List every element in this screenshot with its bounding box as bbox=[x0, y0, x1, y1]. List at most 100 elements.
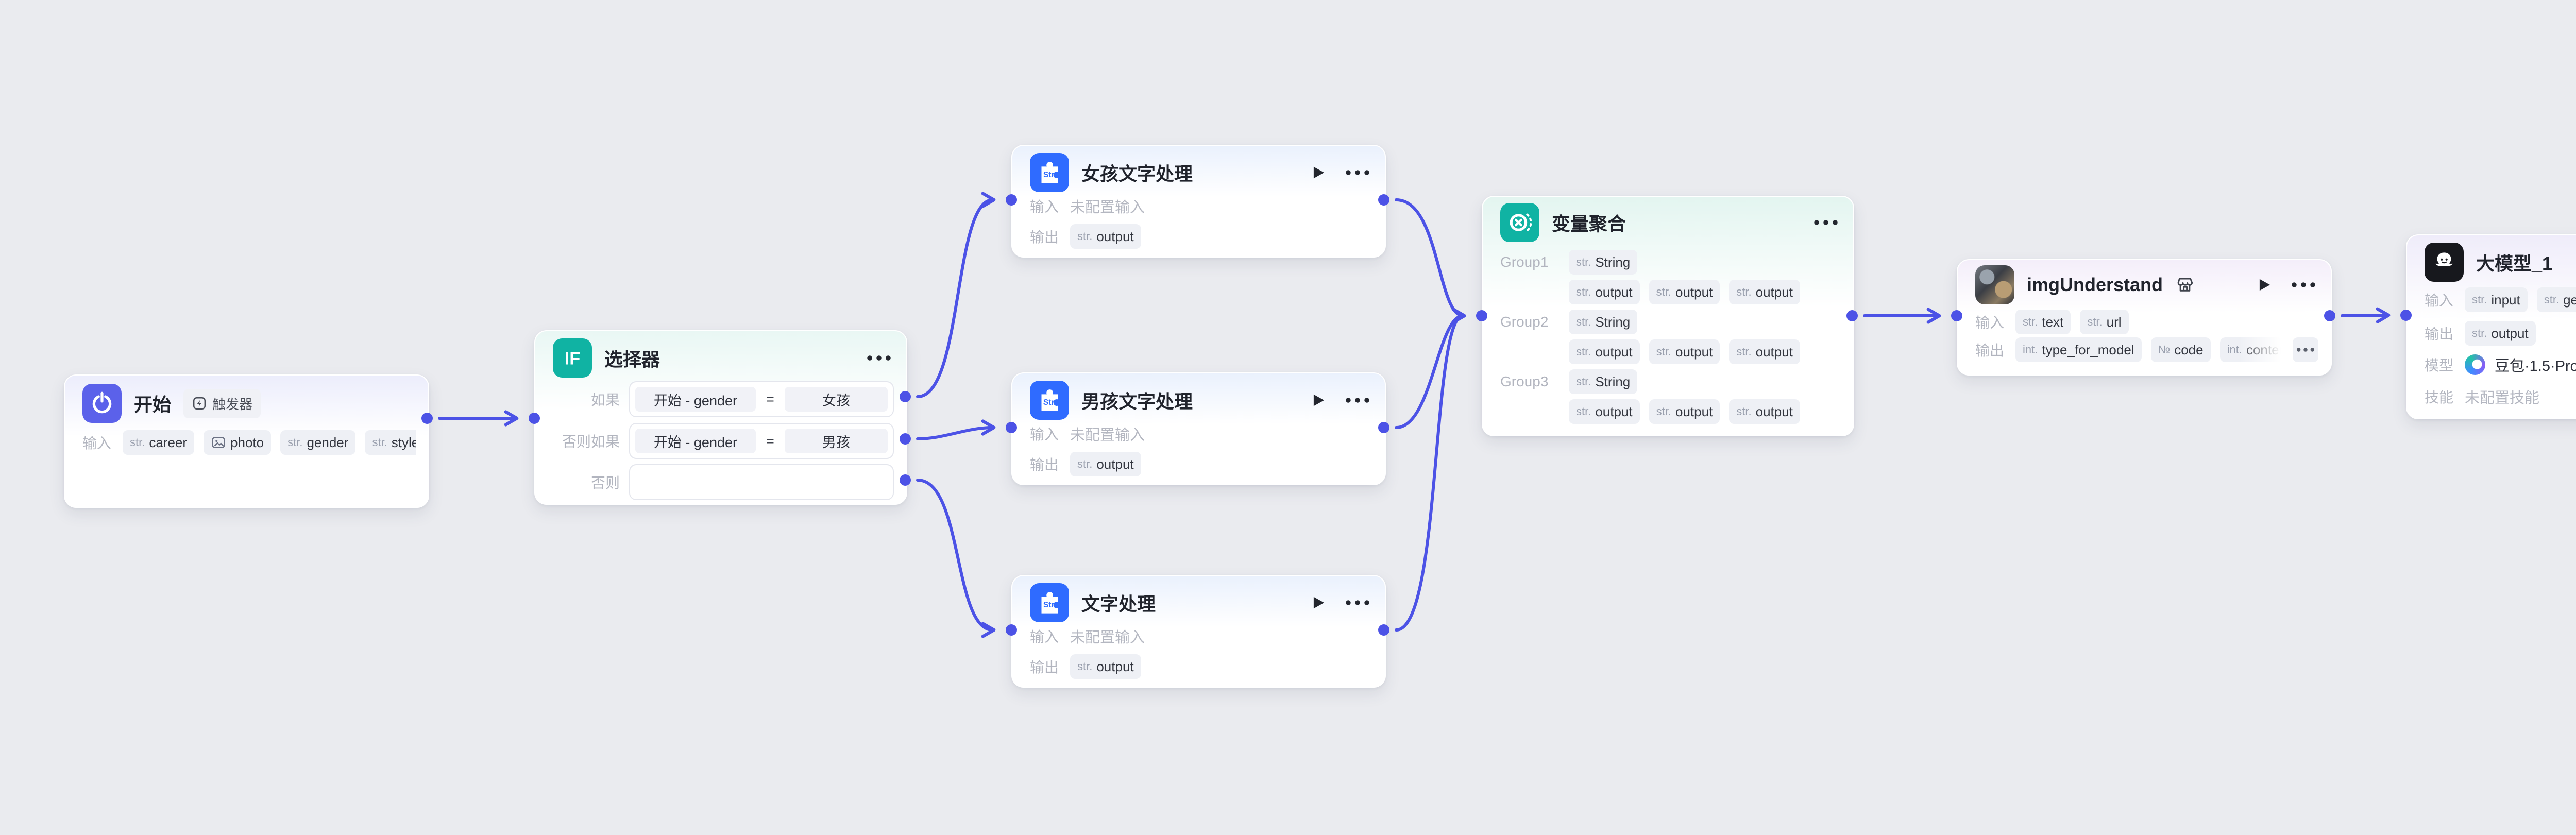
port-selector-output-else[interactable] bbox=[900, 474, 911, 486]
tag-output: str.output bbox=[1569, 399, 1640, 424]
play-button[interactable] bbox=[1303, 386, 1331, 414]
tag-text: output bbox=[1755, 403, 1793, 419]
if-icon: IF bbox=[553, 338, 592, 378]
more-button[interactable] bbox=[865, 344, 893, 372]
row-label: 输入 bbox=[1030, 199, 1059, 215]
port-boy-text-output[interactable] bbox=[1378, 422, 1389, 433]
tag-output: str.output bbox=[2465, 321, 2536, 346]
type-prefix: str. bbox=[1077, 457, 1093, 470]
tag-text: output bbox=[1595, 344, 1633, 360]
node-title: 选择器 bbox=[604, 349, 660, 370]
edge-boy-text-to-aggregate bbox=[1395, 308, 1466, 429]
more-outputs-button[interactable] bbox=[2293, 337, 2318, 362]
row-label: 否则如果 bbox=[562, 434, 620, 450]
node-header: 变量聚合 bbox=[1500, 202, 1840, 243]
type-prefix: str. bbox=[1656, 345, 1671, 358]
tag-output: str.output bbox=[1729, 399, 1800, 424]
play-button[interactable] bbox=[1303, 589, 1331, 617]
more-button[interactable] bbox=[2290, 271, 2317, 299]
play-button[interactable] bbox=[1303, 159, 1331, 186]
port-girl-text-input[interactable] bbox=[1006, 194, 1017, 206]
type-prefix: str. bbox=[2472, 293, 2487, 306]
port-selector-output-if[interactable] bbox=[900, 391, 911, 402]
type-prefix: str. bbox=[2087, 315, 2103, 328]
row-技能: 技能未配置技能 bbox=[2425, 386, 2576, 407]
port-boy-text-input[interactable] bbox=[1006, 422, 1017, 433]
type-prefix: str. bbox=[1077, 230, 1093, 243]
aggregate-icon bbox=[1500, 203, 1539, 242]
str-plugin-icon: Str bbox=[1030, 583, 1069, 622]
port-start-output[interactable] bbox=[421, 413, 433, 424]
row-输入: 输入未配置输入 bbox=[1030, 195, 1372, 217]
more-button[interactable] bbox=[1344, 386, 1371, 414]
tag-input: str.input bbox=[2465, 287, 2528, 312]
condition-box-empty[interactable] bbox=[629, 464, 894, 500]
tag-text: code bbox=[2174, 342, 2204, 357]
tag-text: output bbox=[1595, 284, 1633, 300]
port-girl-text-output[interactable] bbox=[1378, 194, 1389, 206]
svg-text:IF: IF bbox=[565, 349, 581, 368]
more-button[interactable] bbox=[1812, 209, 1840, 236]
tag-text: String bbox=[1595, 254, 1631, 270]
node-title: imgUnderstand bbox=[2027, 274, 2163, 295]
port-img-understand-output[interactable] bbox=[2324, 310, 2335, 321]
port-llm-input[interactable] bbox=[2400, 310, 2412, 321]
tag-String: str.String bbox=[1569, 250, 1638, 275]
tag-text: output bbox=[2491, 325, 2529, 341]
type-prefix: № bbox=[2158, 343, 2171, 356]
row-如果: 如果开始 - gender=女孩 bbox=[553, 381, 894, 417]
node-title: 男孩文字处理 bbox=[1081, 391, 1193, 412]
node-selector[interactable]: IF 选择器如果开始 - gender=女孩否则如果开始 - gender=男孩否… bbox=[534, 330, 907, 505]
tag-text: output bbox=[1096, 658, 1134, 674]
condition-box[interactable]: 开始 - gender=男孩 bbox=[629, 423, 894, 459]
row-label: Group2 bbox=[1500, 314, 1549, 330]
port-selector-output-elseif[interactable] bbox=[900, 433, 911, 445]
row-label: 输入 bbox=[82, 435, 112, 451]
port-aggregate-output[interactable] bbox=[1846, 310, 1858, 321]
tag-text: String bbox=[1595, 314, 1631, 330]
tag-text: style bbox=[391, 434, 416, 450]
tag-text: gender bbox=[2563, 292, 2576, 308]
node-title: 开始 bbox=[134, 394, 172, 415]
row-否则: 否则 bbox=[553, 464, 894, 500]
port-img-understand-input[interactable] bbox=[1951, 310, 1962, 321]
node-llm[interactable]: 大模型_1输入str.inputstr.genderstr.careerstr.… bbox=[2406, 234, 2576, 419]
condition-box[interactable]: 开始 - gender=女孩 bbox=[629, 381, 894, 417]
type-prefix: int. bbox=[2023, 343, 2038, 356]
more-button[interactable] bbox=[1344, 159, 1371, 186]
row-label: 技能 bbox=[2425, 389, 2454, 405]
row-label: 输出 bbox=[1975, 343, 2005, 359]
condition-right-operand: 男孩 bbox=[784, 429, 888, 453]
port-selector-input[interactable] bbox=[529, 413, 540, 424]
tag-content_type: int.content_type bbox=[2219, 337, 2283, 362]
row-label: 输出 bbox=[1030, 659, 1059, 675]
port-text-process-input[interactable] bbox=[1006, 624, 1017, 636]
type-prefix: int. bbox=[2227, 343, 2242, 356]
more-button[interactable] bbox=[1344, 589, 1371, 617]
port-text-process-output[interactable] bbox=[1378, 624, 1389, 636]
tag-text: output bbox=[1096, 228, 1134, 244]
play-button[interactable] bbox=[2249, 271, 2277, 299]
str-plugin-icon: Str bbox=[1030, 153, 1069, 192]
condition-operator: = bbox=[766, 391, 774, 407]
tag-output: str.output bbox=[1070, 224, 1141, 249]
port-aggregate-input[interactable] bbox=[1476, 310, 1487, 321]
row-value: 未配置输入 bbox=[1070, 427, 1145, 444]
type-prefix: str. bbox=[287, 436, 303, 449]
tag-text: career bbox=[149, 434, 188, 450]
